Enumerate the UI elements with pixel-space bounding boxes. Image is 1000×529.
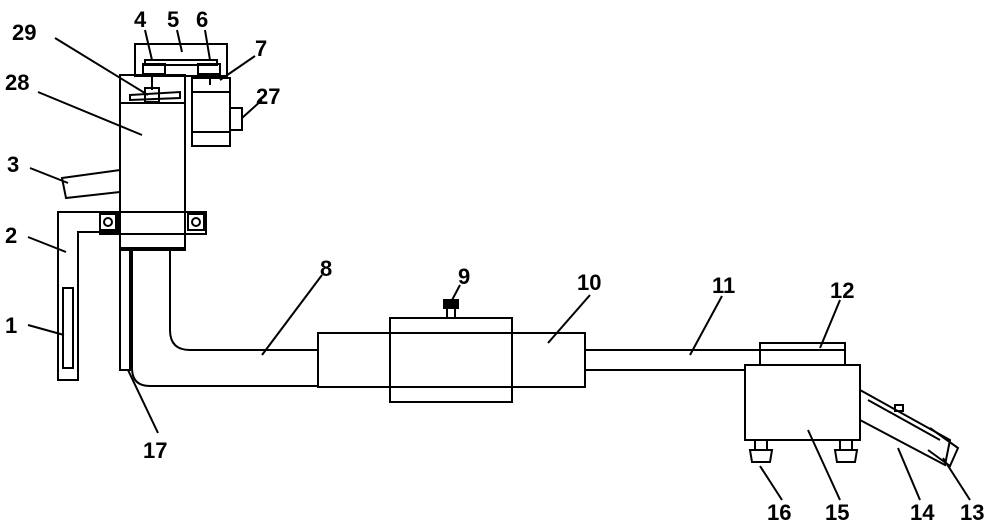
leader-28 [37, 91, 143, 136]
leader-12 [819, 299, 841, 349]
box-lid [759, 342, 846, 366]
label-2: 2 [5, 223, 17, 248]
leader-6 [204, 29, 211, 61]
leader-8 [261, 274, 323, 356]
motor-body [191, 77, 231, 147]
label-5: 5 [167, 7, 179, 32]
label-1: 1 [5, 313, 17, 338]
leader-7 [219, 55, 256, 81]
leader-11 [689, 295, 723, 356]
chute-inner [867, 399, 941, 441]
bracket-clamp-left [99, 213, 117, 231]
belt [144, 59, 218, 66]
label-15: 15 [825, 500, 849, 525]
leader-15 [807, 429, 841, 501]
discharge-pipe-lower [131, 250, 318, 387]
foot-left-base [748, 449, 774, 463]
valve-stem [446, 307, 456, 319]
label-27: 27 [256, 84, 280, 109]
collection-box [744, 364, 861, 441]
label-17: 17 [143, 438, 167, 463]
chamber-mask [391, 334, 511, 386]
leader-4 [144, 29, 153, 61]
vertical-rod [119, 249, 131, 371]
leader-5 [176, 29, 183, 53]
leader-3 [29, 167, 69, 184]
chamber-outer [317, 332, 586, 388]
chute-clip [894, 404, 904, 412]
label-11: 11 [712, 273, 735, 298]
label-16: 16 [767, 500, 791, 525]
support-bracket [57, 211, 119, 381]
label-7: 7 [255, 36, 267, 61]
bracket-bolt-right [191, 217, 201, 227]
label-6: 6 [196, 7, 208, 32]
label-8: 8 [320, 256, 332, 281]
bracket-bolt-left [103, 217, 113, 227]
leader-17 [127, 369, 159, 434]
leader-9 [450, 284, 461, 303]
bracket-slot [62, 287, 74, 369]
motor-cap [229, 107, 243, 131]
label-28: 28 [5, 70, 29, 95]
clamp-collar [99, 211, 207, 235]
leader-27 [241, 99, 263, 119]
leader-14 [897, 447, 921, 501]
bracket-clamp-right [187, 213, 205, 231]
leader-2 [27, 236, 67, 253]
discharge-pipe-upper [169, 250, 318, 351]
feed-hopper [60, 168, 121, 200]
chute-end [927, 427, 960, 468]
label-12: 12 [830, 278, 854, 303]
pulley-left [142, 63, 166, 75]
label-9: 9 [458, 264, 470, 289]
foot-right-base [833, 449, 859, 463]
leader-10 [547, 294, 591, 344]
foot-left-stem [754, 439, 768, 451]
leader-29 [54, 37, 149, 96]
foot-right-stem [839, 439, 853, 451]
label-10: 10 [577, 270, 601, 295]
stirring-blade [129, 90, 181, 102]
label-14: 14 [910, 500, 935, 525]
label-4: 4 [134, 7, 147, 32]
label-3: 3 [7, 152, 19, 177]
leader-13 [942, 457, 971, 501]
leader-16 [759, 465, 783, 501]
leader-1 [27, 324, 65, 336]
label-29: 29 [12, 20, 36, 45]
inclined-chute [859, 389, 952, 467]
label-13: 13 [960, 500, 984, 525]
